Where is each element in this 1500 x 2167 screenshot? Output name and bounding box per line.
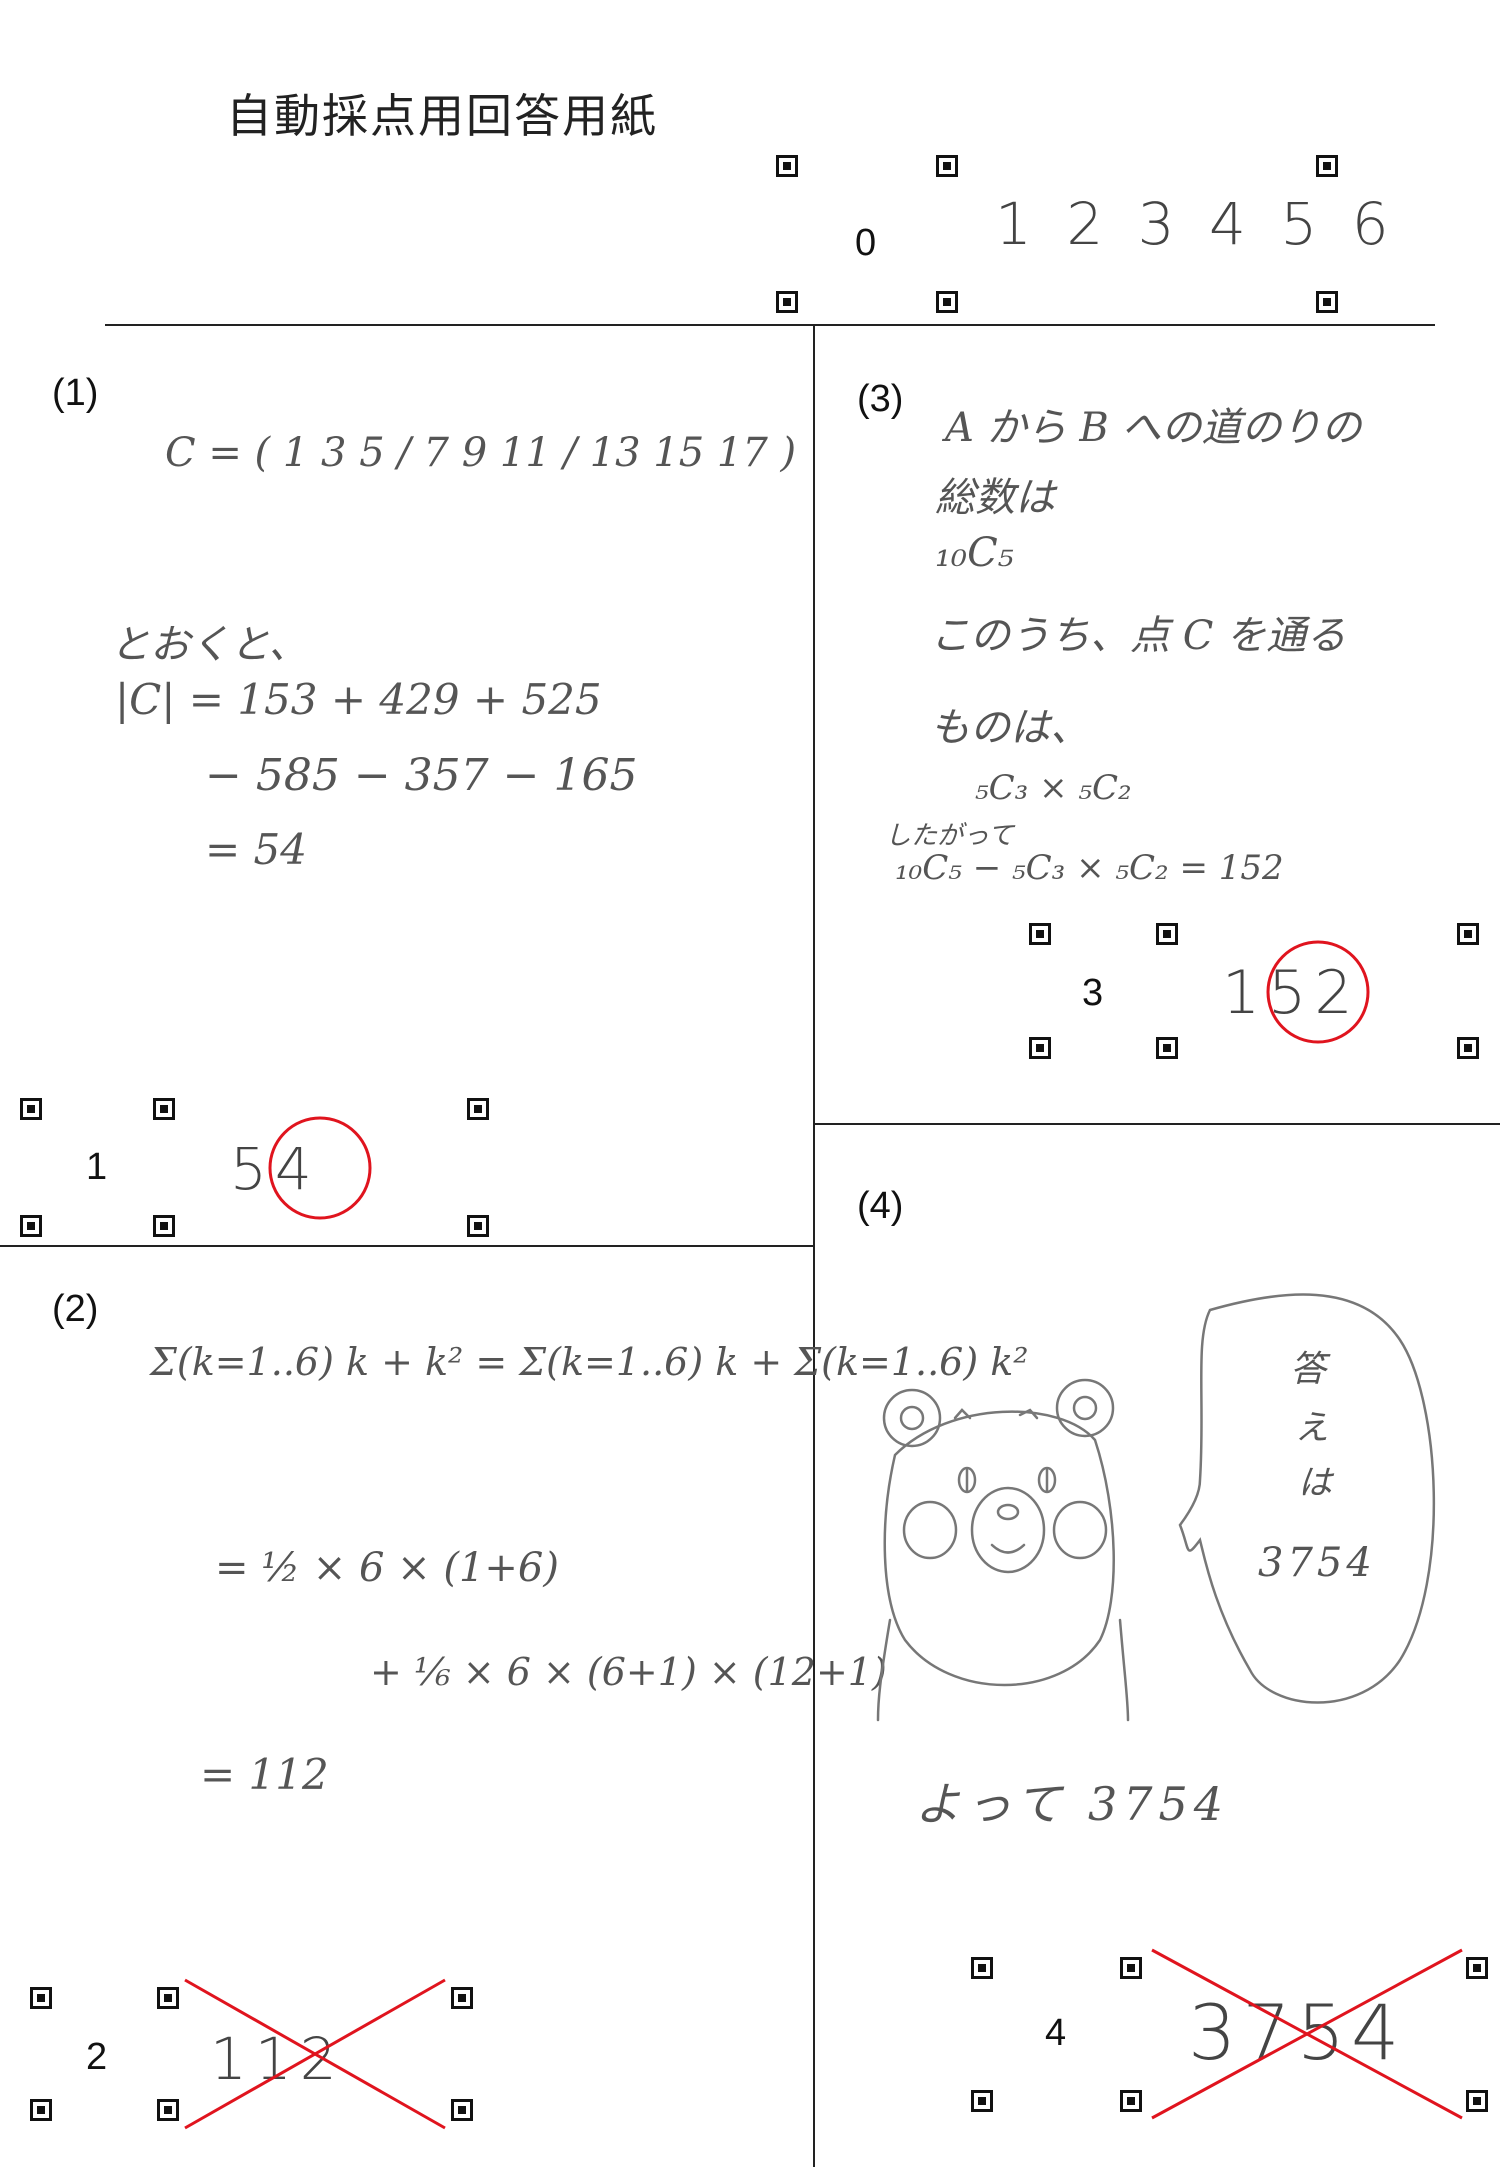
q1-label: (1) <box>52 372 99 414</box>
alignment-marker <box>1120 2090 1142 2112</box>
q2-work-line: Σ(k=1..6) k + k² = Σ(k=1..6) k + Σ(k=1..… <box>150 1340 1029 1384</box>
alignment-marker <box>936 155 958 177</box>
q4-speech-line: 3754 <box>1258 1540 1376 1586</box>
alignment-marker <box>1120 1957 1142 1979</box>
alignment-marker <box>467 1098 489 1120</box>
alignment-marker <box>30 1987 52 2009</box>
q3-work-line: ₁₀C₅ <box>935 530 1014 576</box>
q1-work-line: − 585 − 357 − 165 <box>205 750 638 801</box>
alignment-marker <box>776 155 798 177</box>
q1-work-line: |C| = 153 + 429 + 525 <box>115 675 602 724</box>
alignment-marker <box>157 2099 179 2121</box>
q2-work-line: = ½ × 6 × (1+6) <box>215 1545 559 1591</box>
alignment-marker <box>1029 923 1051 945</box>
q3-work-line: ₁₀C₅ − ₅C₃ × ₅C₂ = 152 <box>895 848 1284 888</box>
q3-work-line: したがって <box>885 821 1014 851</box>
q2-box-number: 2 <box>86 2036 108 2078</box>
student-id-value: 1 2 3 4 5 6 <box>995 190 1397 258</box>
q2-label: (2) <box>52 1288 99 1330</box>
q3-work-line: ものは、 <box>930 705 1090 751</box>
q4-speech-line: 答 <box>1290 1349 1327 1390</box>
alignment-marker <box>451 2099 473 2121</box>
alignment-marker <box>1316 155 1338 177</box>
q3-box-number: 3 <box>1082 972 1104 1014</box>
q1-work-line: とおくと、 <box>110 622 309 668</box>
alignment-marker <box>153 1098 175 1120</box>
q4-work-line: よって 3754 <box>915 1777 1230 1831</box>
alignment-marker <box>1316 291 1338 313</box>
q3-work-line: このうち、点 C を通る <box>930 613 1347 659</box>
alignment-marker <box>30 2099 52 2121</box>
q1-work-line: = 54 <box>205 825 307 874</box>
alignment-marker <box>20 1098 42 1120</box>
alignment-marker <box>936 291 958 313</box>
q1-work-line: C = ( 1 3 5 / 7 9 11 / 13 15 17 ) <box>165 430 797 476</box>
id-box-number: 0 <box>855 222 877 264</box>
alignment-marker <box>1466 2090 1488 2112</box>
alignment-marker <box>1156 1037 1178 1059</box>
q3-q4-divider <box>814 1123 1500 1125</box>
alignment-marker <box>153 1215 175 1237</box>
q3-label: (3) <box>857 378 904 420</box>
alignment-marker <box>1457 923 1479 945</box>
sheet-title: 自動採点用回答用紙 <box>226 89 658 143</box>
alignment-marker <box>467 1215 489 1237</box>
alignment-marker <box>451 1987 473 2009</box>
alignment-marker <box>1029 1037 1051 1059</box>
header-divider <box>105 324 1435 326</box>
q1-q2-divider <box>0 1245 814 1247</box>
q3-work-line: A から B への道のりの <box>945 405 1362 451</box>
q3-work-line: 総数は <box>935 475 1055 521</box>
q4-speech-line: は <box>1298 1463 1332 1503</box>
q2-work-line: = 112 <box>200 1750 329 1799</box>
alignment-marker <box>1466 1957 1488 1979</box>
alignment-marker <box>1457 1037 1479 1059</box>
q3-work-line: ₅C₃ × ₅C₂ <box>975 768 1132 808</box>
center-divider <box>813 324 815 2167</box>
q3-answer: 152 <box>1222 958 1361 1028</box>
q2-work-line: + ⅙ × 6 × (6+1) × (12+1) <box>370 1650 887 1694</box>
alignment-marker <box>776 291 798 313</box>
q2-answer: 112 <box>210 2025 345 2093</box>
q4-speech-line: え <box>1295 1408 1329 1448</box>
alignment-marker <box>971 1957 993 1979</box>
alignment-marker <box>971 2090 993 2112</box>
q4-box-number: 4 <box>1045 2012 1067 2054</box>
alignment-marker <box>20 1215 42 1237</box>
q4-answer: 3754 <box>1188 1988 1406 2077</box>
alignment-marker <box>157 1987 179 2009</box>
q4-label: (4) <box>857 1185 904 1227</box>
q1-box-number: 1 <box>86 1146 108 1188</box>
q1-answer: 54 <box>230 1135 320 1203</box>
alignment-marker <box>1156 923 1178 945</box>
